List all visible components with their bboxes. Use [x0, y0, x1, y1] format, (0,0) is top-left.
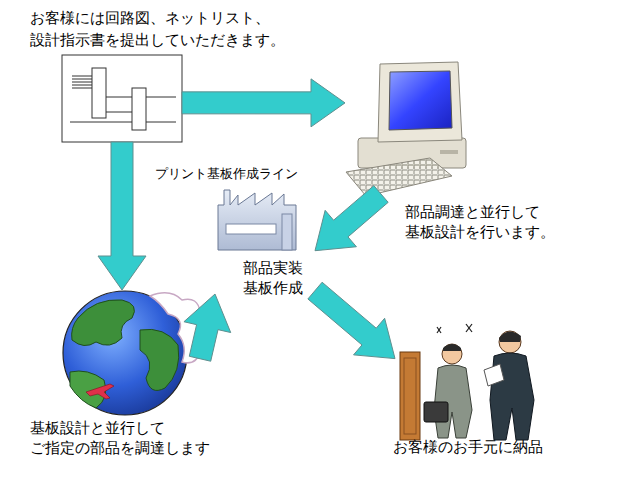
- briefcase: [424, 402, 448, 422]
- globe-node: 基板設計と並行して ご指定の部品を調達します: [50, 290, 200, 415]
- flow-arrow: [315, 186, 388, 251]
- caption-text: 部品実装 基板作成: [235, 258, 310, 298]
- factory-icon: [218, 190, 296, 250]
- caption-text: 基板設計と並行して ご指定の部品を調達します: [30, 418, 219, 458]
- schematic-sheet: [62, 55, 182, 142]
- person-hair: [443, 344, 461, 351]
- sheet-outline: [62, 55, 182, 142]
- globe-land: [140, 329, 179, 390]
- schematic-node: お客様には回路図、ネットリスト、 設計指示書を提出していただきます。: [62, 55, 182, 142]
- monitor-screen: [389, 71, 452, 130]
- factory-window: [226, 224, 276, 234]
- door-panel: [404, 358, 416, 434]
- caption-text: 部品調達と並行して 基板設計を行います。: [405, 202, 564, 242]
- factory-building: [218, 190, 296, 250]
- globe-icon: [63, 291, 208, 415]
- paper: [484, 364, 504, 386]
- caption-text: プリント基板作成ライン: [155, 166, 298, 182]
- computer-node: 部品調達と並行して 基板設計を行います。: [345, 58, 465, 194]
- flow-arrow: [98, 142, 146, 290]
- person-head: [442, 344, 462, 364]
- delivery-scene: [400, 324, 534, 440]
- flow-arrow: [184, 294, 231, 361]
- person-hair: [499, 331, 521, 342]
- schematic-lines: [70, 68, 176, 130]
- person-head: [499, 331, 521, 353]
- surprise-marks: [437, 324, 472, 333]
- globe-land: [72, 300, 135, 346]
- flow-arrow: [308, 282, 395, 358]
- keyboard: [346, 158, 452, 196]
- delivery-node: お客様のお手元に納品: [395, 325, 535, 437]
- factory-door: [282, 214, 292, 250]
- caption-text: お客様には回路図、ネットリスト、 設計指示書を提出していただきます。: [30, 7, 293, 51]
- computer-icon: [346, 62, 466, 196]
- airplane: [86, 384, 114, 399]
- factory-node: プリント基板作成ライン部品実装 基板作成: [215, 188, 315, 302]
- drive-slot: [440, 150, 458, 154]
- monitor-body: [378, 62, 462, 142]
- flow-arrow: [182, 79, 345, 127]
- caption-text: お客様のお手元に納品: [393, 438, 543, 456]
- door: [400, 352, 420, 440]
